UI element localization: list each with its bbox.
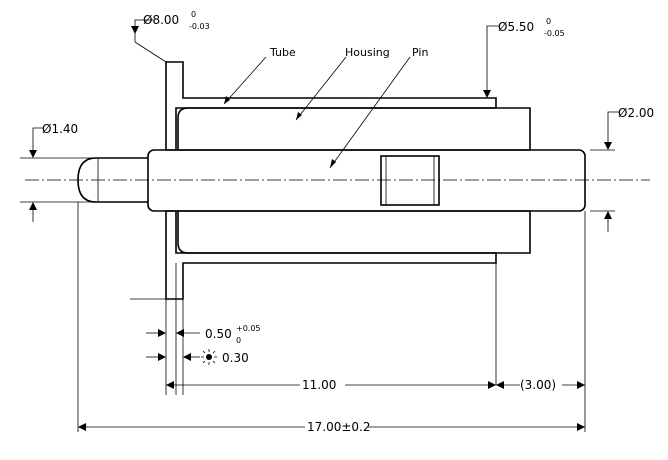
sun-icon [201,349,217,365]
dim-tube-dia-lower: -0.05 [544,29,565,38]
dim-flange-thk: 0.50 [205,327,232,341]
pin-groove [380,155,440,206]
housing-upper [177,107,531,151]
tube-flange-upper [165,61,497,151]
dim-flange-thk-upper: +0.05 [236,324,261,333]
pin-body [147,149,586,212]
housing [177,107,531,254]
dim-length-ref [496,211,586,432]
label-leaders [223,56,411,169]
tube [165,61,497,300]
dim-pin-tip-dia: Ø1.40 [42,122,78,136]
dim-wall-thickness [146,299,217,395]
dim-length-total [77,202,585,432]
dim-pin-dia: Ø2.00 [618,106,654,120]
pin [77,149,586,212]
label-pin: Pin [412,46,428,59]
dim-flange-diameter [131,19,167,63]
dim-len-main: 11.00 [302,378,336,392]
dim-flange-thickness [146,263,200,395]
dim-len-ref: (3.00) [520,378,556,392]
dim-tube-diameter [483,25,500,385]
dim-tube-dia-upper: 0 [546,17,551,26]
dim-flange-dia-lower: -0.03 [189,22,210,31]
label-tube: Tube [269,46,296,59]
dim-tube-dia: Ø5.50 [498,20,534,34]
tube-flange-lower [165,210,497,300]
housing-lower [177,210,531,254]
label-housing: Housing [345,46,390,59]
dim-flange-dia-upper: 0 [191,10,196,19]
dim-wall-thk: 0.30 [222,351,249,365]
dim-flange-thk-lower: 0 [236,336,241,345]
dim-flange-dia: Ø8.00 [143,13,179,27]
dim-pin-diameter [590,111,620,232]
dim-length-main [166,381,496,389]
dim-pin-tip-diameter [20,127,96,222]
dim-len-total: 17.00±0.2 [307,420,371,434]
